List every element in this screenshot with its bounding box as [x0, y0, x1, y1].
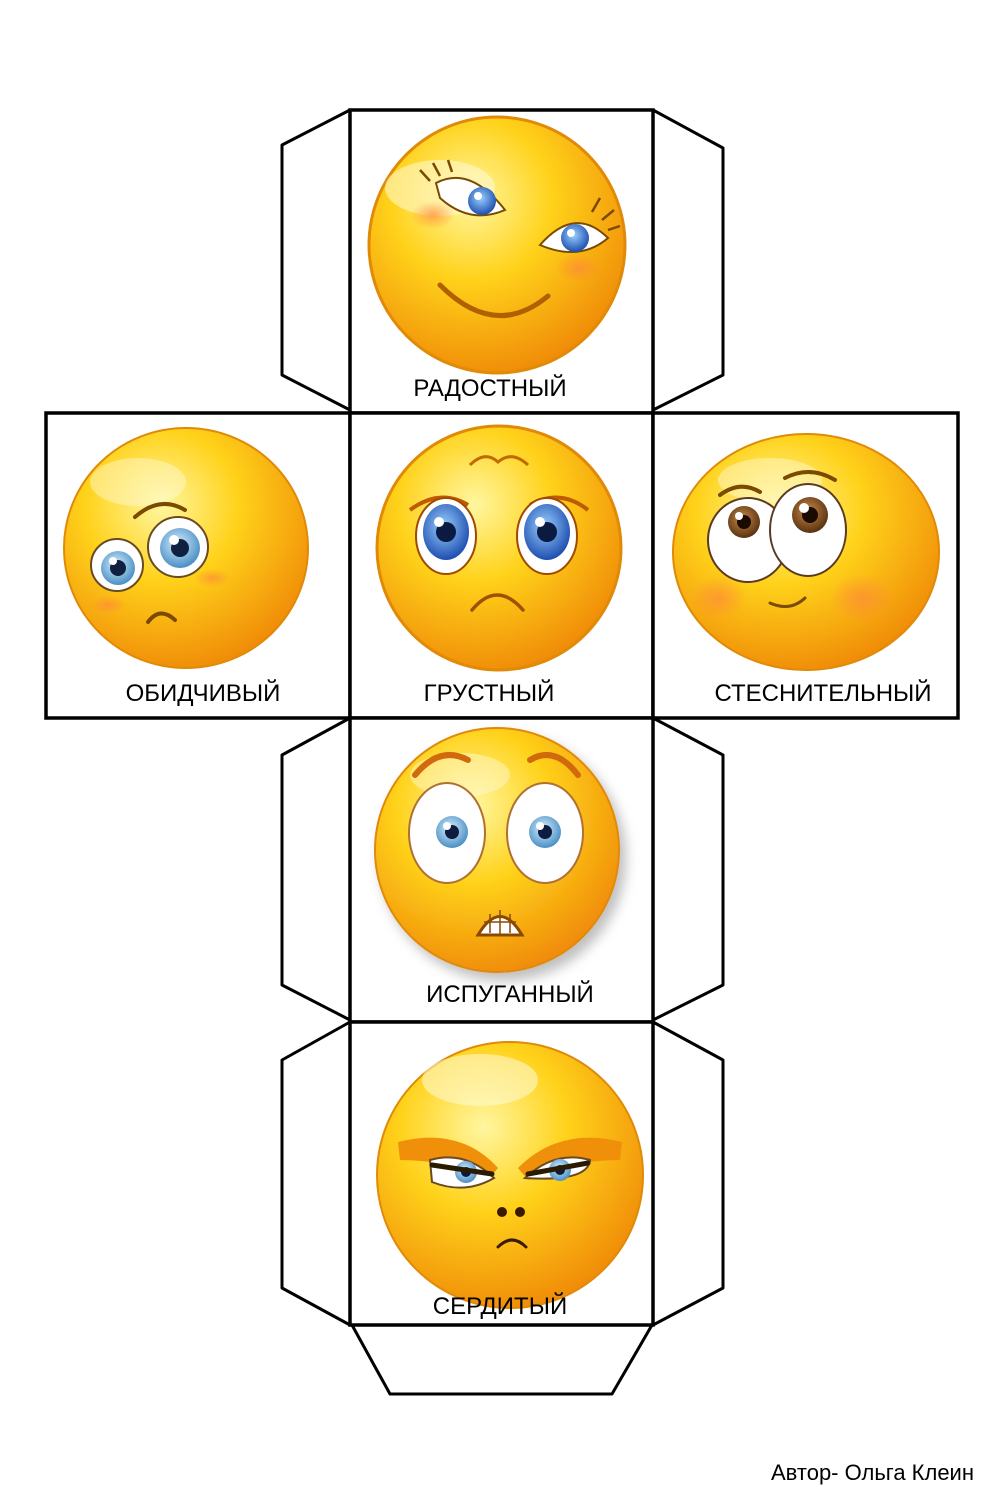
face-right-label: СТЕСНИТЕЛЬНЫЙ: [714, 679, 931, 707]
tab-lower-left: [280, 716, 352, 1022]
tab-top-left: [280, 108, 352, 412]
face-left-label: ОБИДЧИВЫЙ: [126, 679, 281, 707]
tab-bottom-right: [651, 1020, 725, 1327]
shy-emoji-icon: [672, 433, 940, 671]
happy-emoji-icon: [367, 115, 627, 375]
touchy-emoji-icon: [63, 427, 309, 669]
scared-emoji-icon: [374, 727, 620, 973]
sad-emoji-icon: [375, 424, 623, 672]
angry-emoji-icon: [376, 1041, 644, 1309]
author-credit: Автор- Ольга Клеин: [771, 1460, 974, 1485]
tab-top-right: [651, 108, 725, 412]
face-bottom-label: СЕРДИТЫЙ: [433, 1292, 567, 1320]
tab-lower-right: [651, 716, 725, 1022]
face-center-label: ГРУСТНЫЙ: [424, 679, 555, 707]
tab-bottom: [350, 1323, 654, 1396]
face-top-label: РАДОСТНЫЙ: [413, 374, 566, 402]
face-lower-label: ИСПУГАННЫЙ: [426, 980, 594, 1008]
tab-bottom-left: [280, 1020, 352, 1327]
